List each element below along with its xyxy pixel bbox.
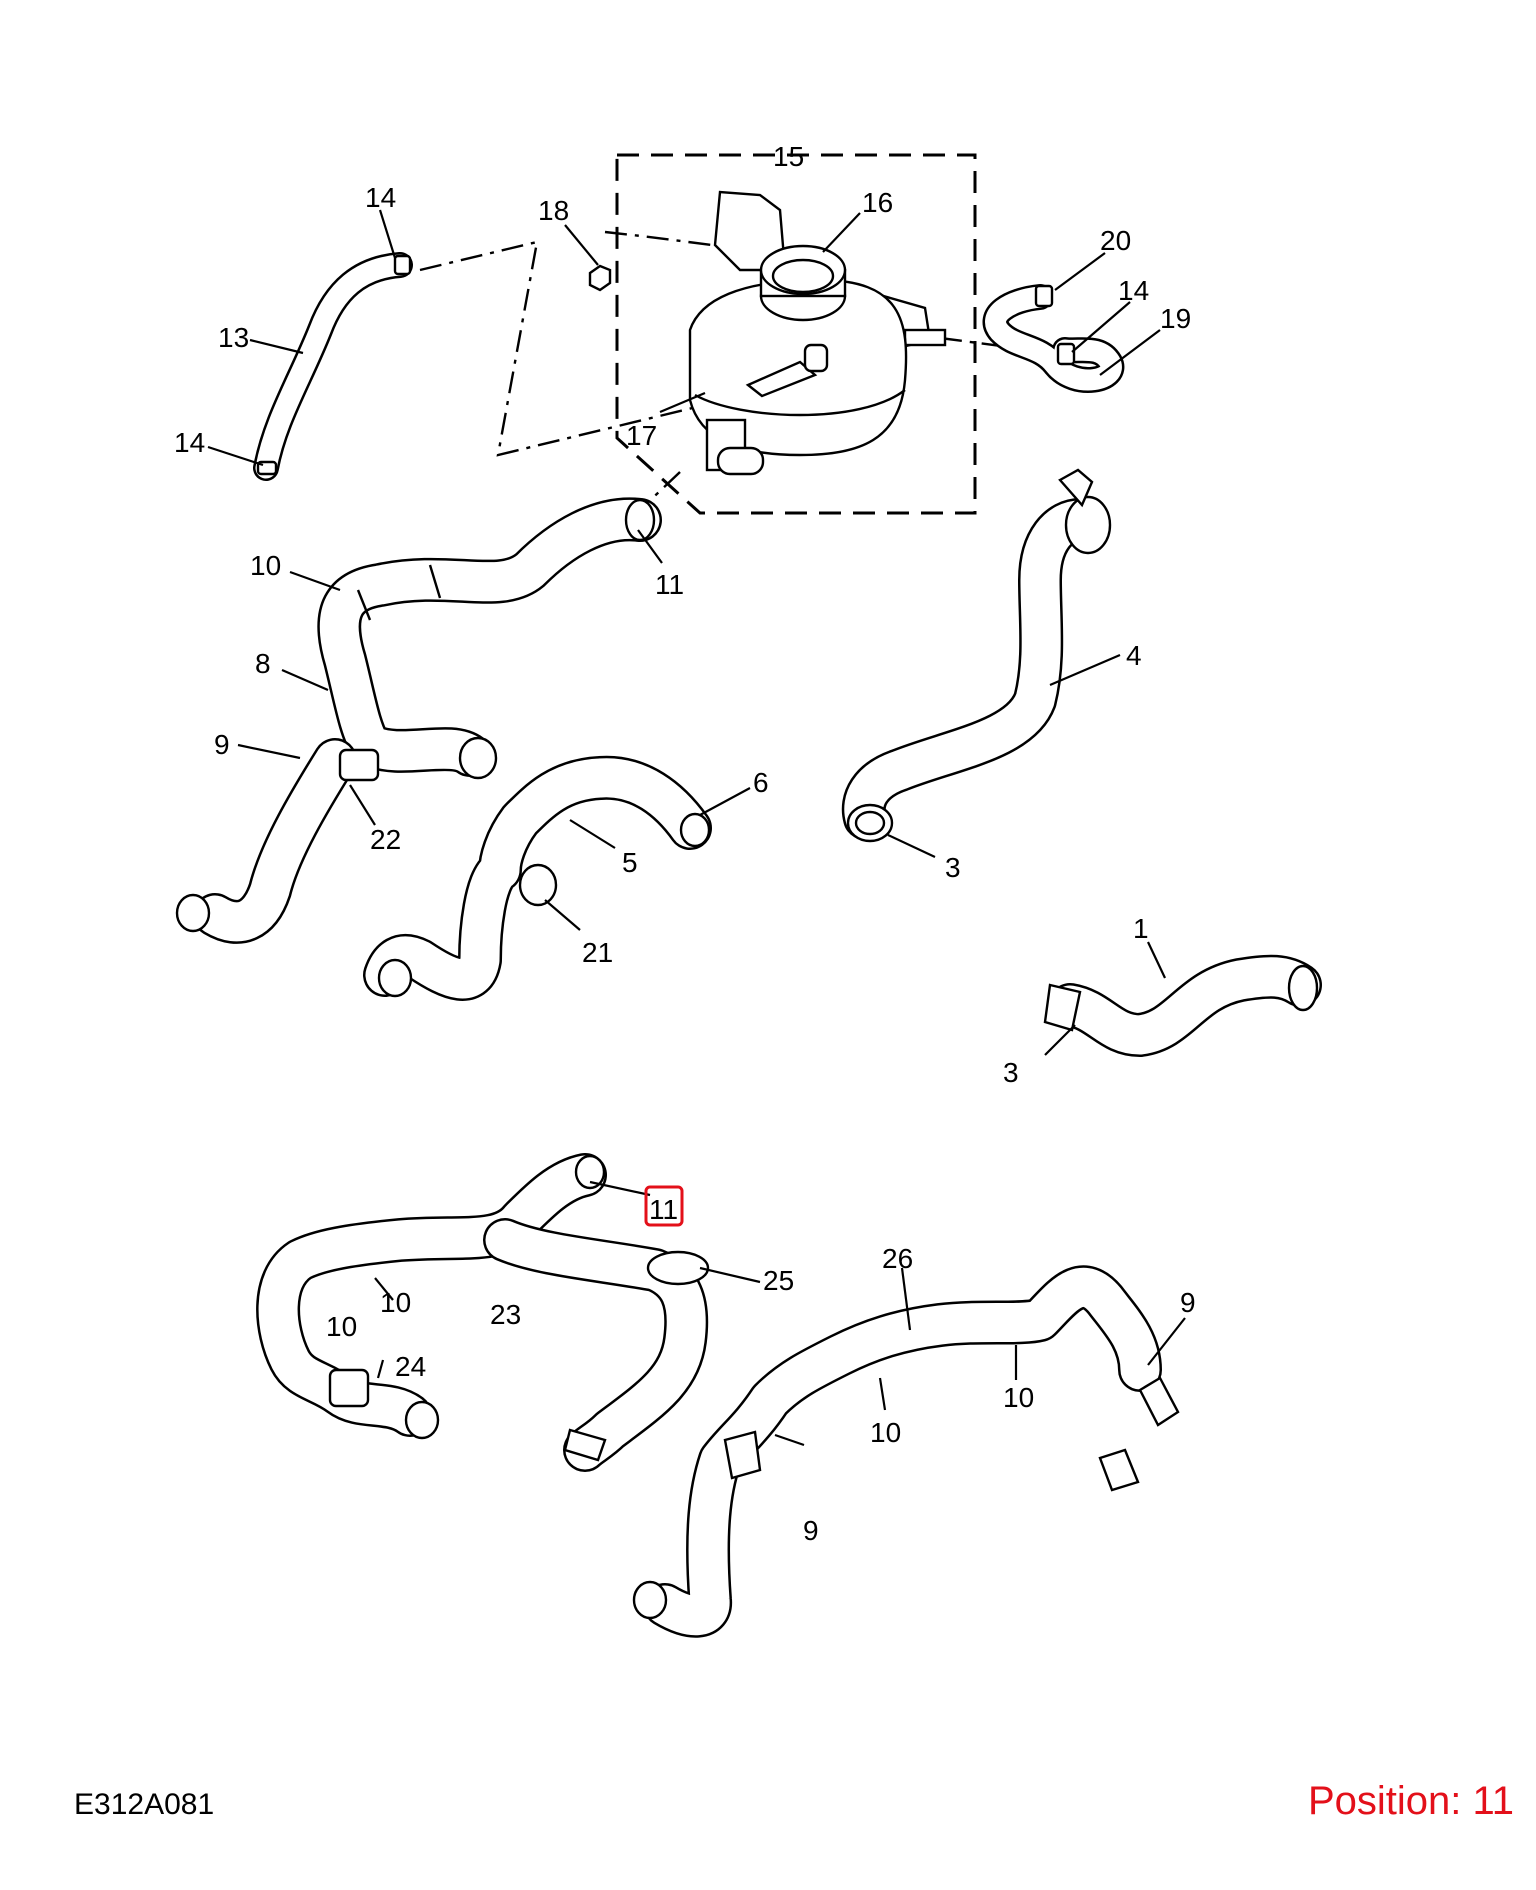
leader-lines [207, 209, 1186, 1447]
clip-14-top [393, 254, 412, 276]
expansion-tank [688, 190, 947, 476]
callout-25[interactable]: 25 [763, 1265, 794, 1296]
callout-18[interactable]: 18 [538, 195, 569, 226]
bolt-18 [588, 264, 612, 292]
callout-6[interactable]: 6 [753, 767, 769, 798]
callout-19[interactable]: 19 [1160, 303, 1191, 334]
tank-assembly-dashed-boundary [615, 153, 977, 515]
assembly-line-hose-19 [939, 336, 1071, 357]
callout-10-c[interactable]: 10 [326, 1311, 357, 1342]
callout-9-a[interactable]: 9 [214, 729, 230, 760]
hose-26 [632, 1265, 1180, 1638]
position-label: Position: 11 [1307, 1779, 1514, 1823]
callout-14-top[interactable]: 14 [365, 182, 396, 213]
callout-8[interactable]: 8 [255, 648, 271, 679]
callout-11-b[interactable]: 11 [649, 1194, 678, 1225]
selected-callout-highlight [644, 1185, 684, 1227]
callout-23[interactable]: 23 [490, 1299, 521, 1330]
hose-1 [1043, 954, 1322, 1057]
callout-3-b[interactable]: 3 [1003, 1057, 1019, 1088]
hose-4 [841, 468, 1112, 843]
callout-14-right[interactable]: 14 [1118, 275, 1149, 306]
hose-5 [363, 755, 712, 1001]
callout-3-a[interactable]: 3 [945, 852, 961, 883]
expansion-tank-cap [759, 244, 847, 322]
callout-14-left[interactable]: 14 [174, 427, 205, 458]
callout-20[interactable]: 20 [1100, 225, 1131, 256]
callout-26[interactable]: 26 [882, 1243, 913, 1274]
callout-10-e[interactable]: 10 [870, 1417, 901, 1448]
callout-15[interactable]: 15 [773, 141, 804, 172]
callout-9-c[interactable]: 9 [803, 1515, 819, 1546]
callout-16[interactable]: 16 [862, 187, 893, 218]
diagram-code: E312A081 [74, 1788, 215, 1821]
callout-5[interactable]: 5 [622, 847, 638, 878]
hose-23 [256, 1153, 710, 1472]
callout-9-b[interactable]: 9 [1180, 1287, 1196, 1318]
callout-21[interactable]: 21 [582, 937, 613, 968]
callout-13[interactable]: 13 [218, 322, 249, 353]
callout-10-b[interactable]: 10 [380, 1287, 411, 1318]
assembly-line-hose-13 [419, 240, 706, 457]
clip-14-right [1056, 342, 1076, 366]
callout-10-d[interactable]: 10 [1003, 1382, 1034, 1413]
hose-8 [175, 497, 662, 944]
callout-1[interactable]: 1 [1133, 913, 1149, 944]
assembly-line-bolt-18 [604, 230, 721, 248]
callout-17[interactable]: 17 [626, 420, 657, 451]
callout-10-a[interactable]: 10 [250, 550, 281, 581]
clip-20 [1034, 284, 1054, 308]
callout-11-a[interactable]: 11 [655, 569, 684, 600]
callout-24[interactable]: 24 [395, 1351, 426, 1382]
callout-4[interactable]: 4 [1126, 640, 1142, 671]
callout-22[interactable]: 22 [370, 824, 401, 855]
